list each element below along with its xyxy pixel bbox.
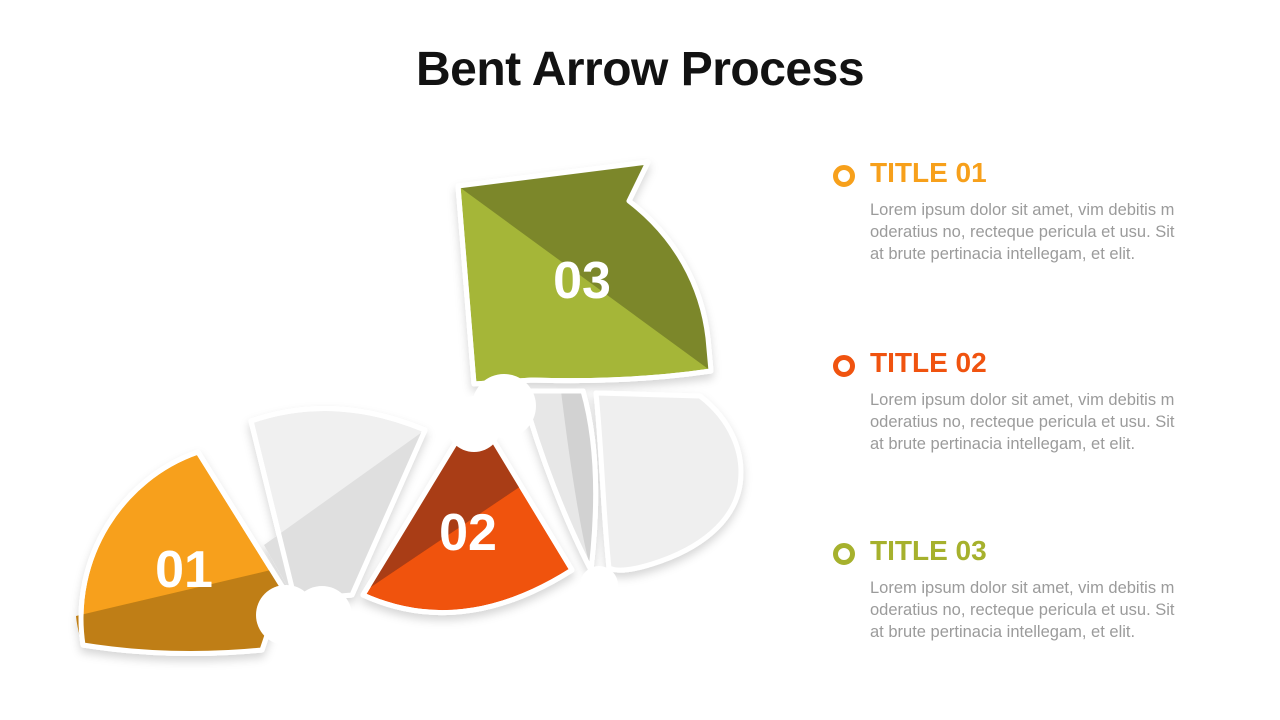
- body-line: oderatius no, recteque pericula et usu. …: [870, 223, 1175, 241]
- ring-icon: [833, 543, 855, 565]
- section-title-03: TITLE 03 Lorem ipsum dolor sit amet, vim…: [833, 536, 1213, 643]
- body-line: oderatius no, recteque pericula et usu. …: [870, 601, 1175, 619]
- connector-wedge-left: [248, 405, 428, 603]
- section-title-02: TITLE 02 Lorem ipsum dolor sit amet, vim…: [833, 348, 1213, 455]
- section-heading: TITLE 02: [870, 347, 987, 378]
- arrow-segment-02: [360, 435, 575, 616]
- body-line: Lorem ipsum dolor sit amet, vim debitis …: [870, 201, 1175, 219]
- page-title: Bent Arrow Process: [415, 43, 865, 96]
- segment-02-shade: [365, 438, 521, 591]
- body-line: at brute pertinacia intellegam, et elit.: [870, 245, 1136, 263]
- ring-icon: [833, 355, 855, 377]
- connector-outer-shape: [593, 390, 744, 573]
- connector-left-outline: [248, 405, 428, 603]
- section-heading: TITLE 01: [870, 157, 987, 188]
- segment-01-shade: [76, 570, 283, 654]
- section-title-01: TITLE 01 Lorem ipsum dolor sit amet, vim…: [833, 158, 1213, 265]
- connector-left-shade: [264, 430, 425, 600]
- connector-wedge-right-inner: [519, 388, 599, 573]
- body-line: at brute pertinacia intellegam, et elit.: [870, 623, 1136, 641]
- connector-inner-outline: [519, 388, 599, 573]
- body-line: at brute pertinacia intellegam, et elit.: [870, 435, 1136, 453]
- step-03-label: 03: [553, 252, 611, 310]
- body-line: Lorem ipsum dolor sit amet, vim debitis …: [870, 391, 1175, 409]
- section-body: Lorem ipsum dolor sit amet, vim debitis …: [870, 577, 1213, 643]
- arrow-body-group: [76, 159, 744, 656]
- body-line: oderatius no, recteque pericula et usu. …: [870, 413, 1175, 431]
- body-line: Lorem ipsum dolor sit amet, vim debitis …: [870, 579, 1175, 597]
- section-body: Lorem ipsum dolor sit amet, vim debitis …: [870, 199, 1213, 265]
- step-labels: 01 02 03: [155, 252, 611, 599]
- connector-wedge-right-outer: [593, 390, 744, 573]
- ring-icon: [833, 165, 855, 187]
- connector-inner-shade: [556, 391, 596, 570]
- arrow-segment-01: [76, 449, 286, 656]
- segment-03-shade: [458, 162, 711, 371]
- section-heading: TITLE 03: [870, 535, 987, 566]
- segment-03-outline: [455, 159, 714, 387]
- step-02-label: 02: [439, 504, 497, 562]
- section-body: Lorem ipsum dolor sit amet, vim debitis …: [870, 389, 1213, 455]
- arrow-segment-03: [455, 159, 714, 387]
- step-01-label: 01: [155, 541, 213, 599]
- segment-02-outline: [360, 435, 575, 616]
- segment-01-outline: [78, 449, 286, 656]
